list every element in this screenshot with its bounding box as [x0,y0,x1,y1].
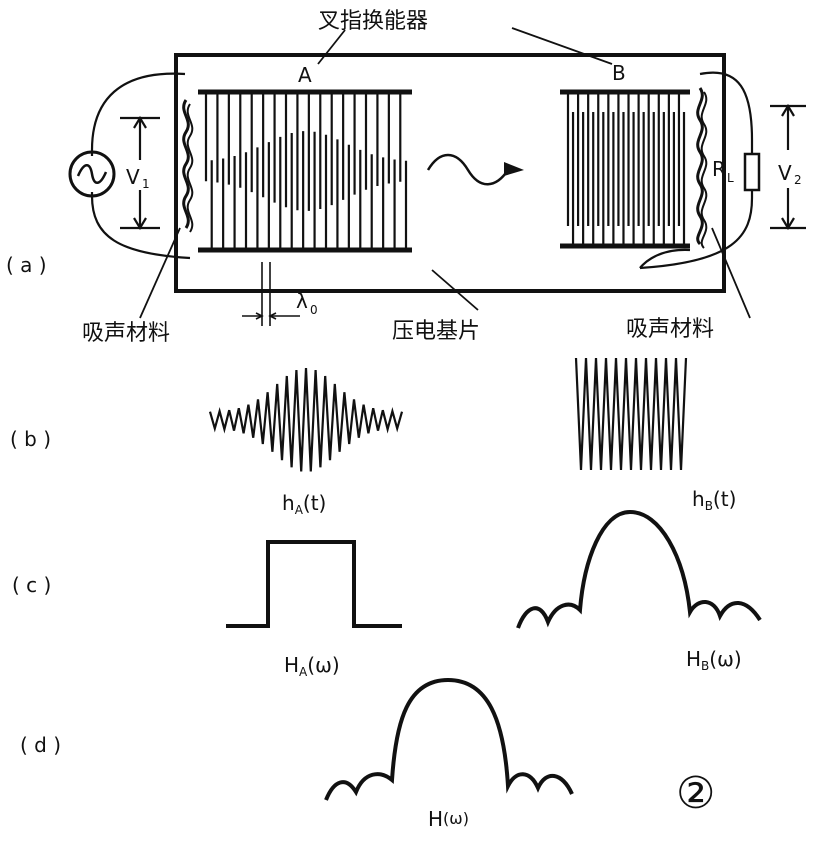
piezo-substrate [174,53,726,293]
left-absorber [182,99,194,233]
v1-label: V [126,165,140,189]
ac-source-icon [68,150,116,198]
hb-t-label: hB(t) [692,487,736,513]
hb-w-response [516,509,762,629]
absorber-right-leader [711,227,751,319]
h-w-response [324,677,574,801]
v1-subscript: 1 [142,177,150,191]
figure-number: ② [676,768,715,819]
ha-w-label: HA(ω) [284,653,340,679]
transducer-leaders [317,27,613,65]
right-absorber [696,87,708,249]
rl-label: R [712,157,726,181]
part-a-label: ( a ) [6,253,47,277]
ha-t-waveform [208,367,404,472]
part-d-label: ( d ) [20,733,61,757]
surface-wave-icon [426,153,524,186]
rl-subscript: L [727,171,734,185]
absorber-left-label: 吸声材料 [82,321,170,346]
transducer-label: 叉指换能器 [318,9,428,34]
part-c-label: ( c ) [12,573,51,597]
substrate-label: 压电基片 [392,319,480,344]
input-circuit [90,72,191,260]
substrate-leader [431,269,479,311]
idt-b-mark: B [612,61,626,85]
ha-w-response [226,540,402,628]
lambda-label: λ [296,289,308,313]
part-b-label: ( b ) [10,427,51,451]
load-resistor-icon [743,152,761,192]
v2-subscript: 2 [794,173,802,187]
idt-a-mark: A [298,63,312,87]
output-circuit [639,71,806,270]
v2-label: V [778,161,792,185]
idt-a [198,89,412,253]
hb-w-label: HB(ω) [686,647,742,673]
h-w-label: H(ω) [428,807,469,831]
absorber-left-leader [139,227,181,319]
lambda-subscript: 0 [310,303,318,317]
hb-t-waveform [574,357,688,471]
ha-t-label: hA(t) [282,491,326,517]
absorber-right-label: 吸声材料 [626,317,714,342]
idt-b [560,89,690,249]
lambda-marker [242,262,300,326]
